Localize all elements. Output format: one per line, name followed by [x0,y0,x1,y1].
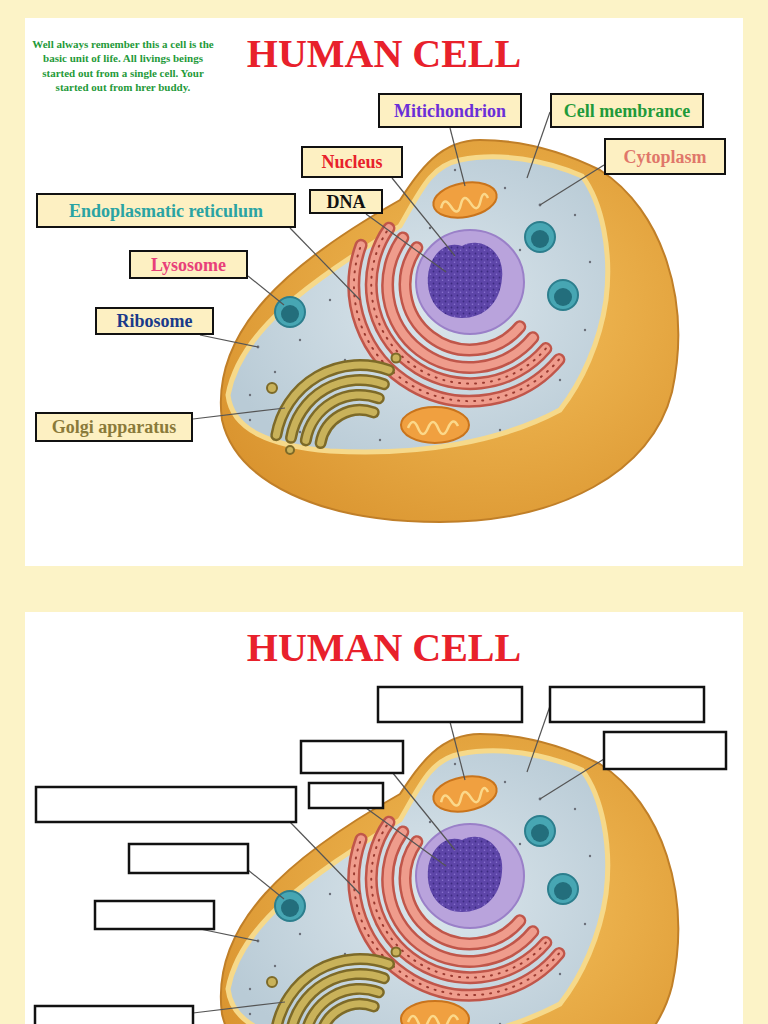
label-box: Lysosome [129,250,248,279]
lysosomes [275,222,578,327]
cell-part [540,165,604,205]
cell-part [429,227,431,229]
cell-part [531,230,549,248]
part-label: Endoplasmatic reticulum [69,202,263,220]
cell-part [290,228,360,300]
cell-part [129,844,248,873]
cell-part [276,365,389,435]
cell-part [408,421,458,434]
title: HUMAN CELL [0,628,768,668]
cell-part [301,741,403,773]
cell-part [584,329,586,331]
cell-part [286,446,294,454]
part-label: Cell membrance [564,102,690,120]
cell-part [267,383,277,393]
cell-part [379,439,381,441]
cell-part [416,230,524,334]
ribosome-dots [249,169,591,441]
label-box: Endoplasmatic reticulum [36,193,296,228]
cell-part [299,339,301,341]
cell-part [428,243,502,318]
cell-part [559,379,561,381]
cell-part [309,783,383,808]
label-box: DNA [309,189,383,214]
cell-part [274,371,276,373]
cell-part [527,112,550,178]
cell-part [440,193,489,214]
cell-part [371,228,546,383]
part-label: Nucleus [321,153,382,171]
cell-part [321,410,374,443]
cell-part [35,1006,193,1024]
label-box: Golgi apparatus [35,412,193,442]
part-label: Golgi apparatus [52,418,177,436]
label-box: Cell membrance [550,93,704,128]
cell-part [392,354,401,363]
cell-part [193,408,285,419]
cell-part [454,169,456,171]
cell-part [299,431,301,433]
cell-part [401,407,469,443]
cell-part [200,335,258,347]
label-box: Cytoplasm [604,138,726,175]
cell-part [525,222,555,252]
golgi-apparatus [267,354,401,455]
nucleus [416,230,524,334]
part-label: Lysosome [151,256,226,274]
cell-part [329,299,331,301]
cell-part [589,261,591,263]
cell-part [554,288,572,306]
cell-part [548,280,578,310]
blank-label-boxes [35,687,726,1024]
cell-part [371,228,546,383]
mitochondria [401,178,499,443]
panel [25,18,743,566]
part-label: Ribosome [117,312,193,330]
cell-part [95,901,214,929]
label-box: Nucleus [301,146,403,178]
cell-part [550,687,704,722]
part-label: Cytoplasm [623,148,706,166]
label-box: Ribosome [95,307,214,335]
cell-part [574,214,576,216]
label-box: Mitichondrion [378,93,522,128]
cell-part [249,394,251,396]
endoplasmic-reticulum [354,228,559,401]
cell-part [248,276,284,305]
cell-part [366,214,446,272]
cell-part [378,687,522,722]
cell-part [499,429,501,431]
cell-part [604,732,726,769]
cell-part [428,243,502,318]
cell-part [504,187,506,189]
cell-part [321,410,374,443]
cell-part [306,395,379,440]
part-label: DNA [327,193,366,211]
cell-part [450,128,465,186]
part-label: Mitichondrion [394,102,506,120]
cell-part [36,787,296,822]
leader-lines [193,112,604,419]
cell-part [392,178,455,256]
cell-part [281,305,299,323]
cell-part [371,228,546,383]
note-text: Well always remember this a cell is the … [30,37,216,94]
cell-part [249,419,251,421]
cell-part [519,249,521,251]
